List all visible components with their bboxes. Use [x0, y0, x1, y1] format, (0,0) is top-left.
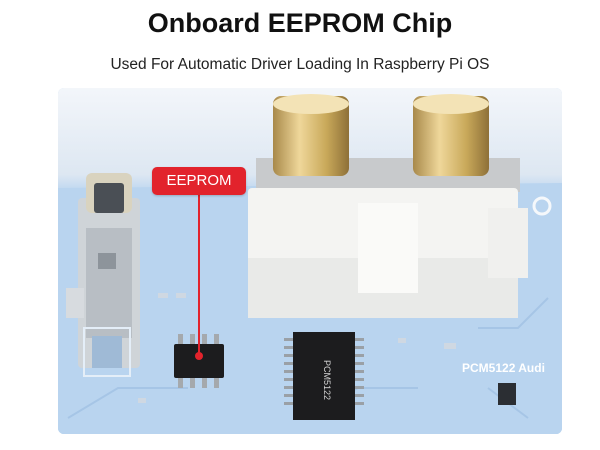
rca-connector-right	[388, 94, 520, 192]
page-subtitle: Used For Automatic Driver Loading In Ras…	[110, 56, 490, 73]
qfn-chip	[83, 327, 131, 377]
mounting-hole	[532, 196, 552, 216]
callout-leader-line	[198, 195, 200, 355]
smd-components	[138, 293, 516, 405]
pcb-illustration: PCM5122	[58, 88, 562, 434]
callout-leader-dot	[195, 352, 203, 360]
audio-jack	[66, 173, 140, 368]
dac-chip-marking: PCM5122	[322, 360, 332, 400]
silkscreen-label: PCM5122 Audi	[462, 361, 545, 375]
dac-chip: PCM5122	[284, 332, 364, 420]
eeprom-callout-label: EEPROM	[152, 167, 246, 195]
pcb-photo: PCM5122	[58, 88, 562, 434]
connector-housing	[248, 188, 528, 318]
rca-connector-left	[256, 94, 388, 192]
eeprom-chip	[174, 334, 224, 388]
page-title: Onboard EEPROM Chip	[147, 8, 453, 38]
